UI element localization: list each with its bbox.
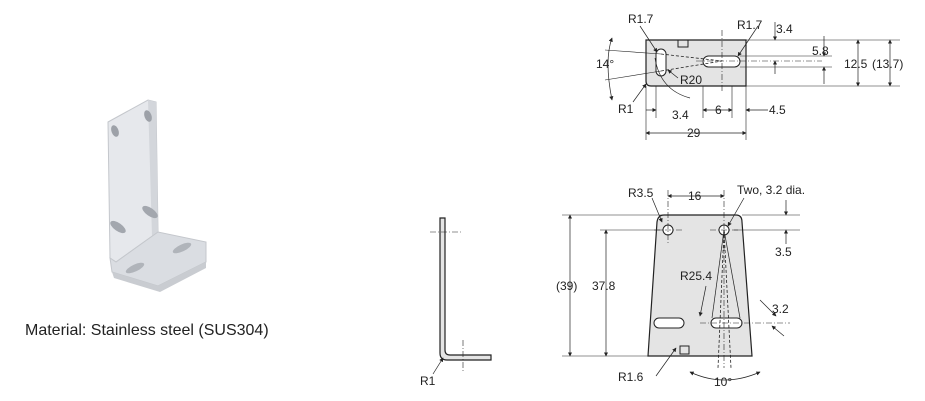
front-dim-3-2: 3.2	[772, 302, 789, 316]
top-dim-6: 6	[715, 103, 722, 117]
top-dim-5-8: 5.8	[812, 44, 829, 58]
front-holes-label: Two, 3.2 dia.	[737, 183, 805, 197]
front-angle-label: 10°	[714, 375, 732, 389]
top-dim-4-5: 4.5	[769, 103, 786, 117]
top-arc-radius-label: R20	[680, 73, 702, 87]
top-dim-13-7: (13.7)	[872, 57, 903, 71]
top-dim-29: 29	[687, 126, 701, 140]
bracket-product-illustration	[107, 99, 207, 292]
top-corner-radius-label: R1	[618, 102, 634, 116]
front-dim-37-8: 37.8	[592, 279, 616, 293]
front-arc-radius-label: R25.4	[680, 269, 712, 283]
front-view-drawing	[562, 190, 800, 381]
top-dim-3-4-bottom: 3.4	[672, 108, 689, 122]
front-dim-3-5: 3.5	[775, 245, 792, 259]
top-dim-3-4-top: 3.4	[776, 22, 793, 36]
material-caption: Material: Stainless steel (SUS304)	[25, 322, 269, 339]
top-view-drawing	[604, 22, 900, 140]
front-corner-radius-label: R3.5	[628, 186, 654, 200]
front-slot-radius-label: R1.6	[618, 370, 644, 384]
top-angle-label: 14°	[596, 57, 614, 71]
top-dim-12-5: 12.5	[844, 57, 868, 71]
top-left-slot-radius-label: R1.7	[628, 12, 654, 26]
front-dim-16: 16	[688, 189, 702, 203]
front-dim-39: (39)	[556, 279, 577, 293]
side-view-drawing	[430, 217, 492, 375]
top-right-slot-radius-label: R1.7	[737, 18, 763, 32]
side-bend-radius-label: R1	[420, 374, 436, 388]
